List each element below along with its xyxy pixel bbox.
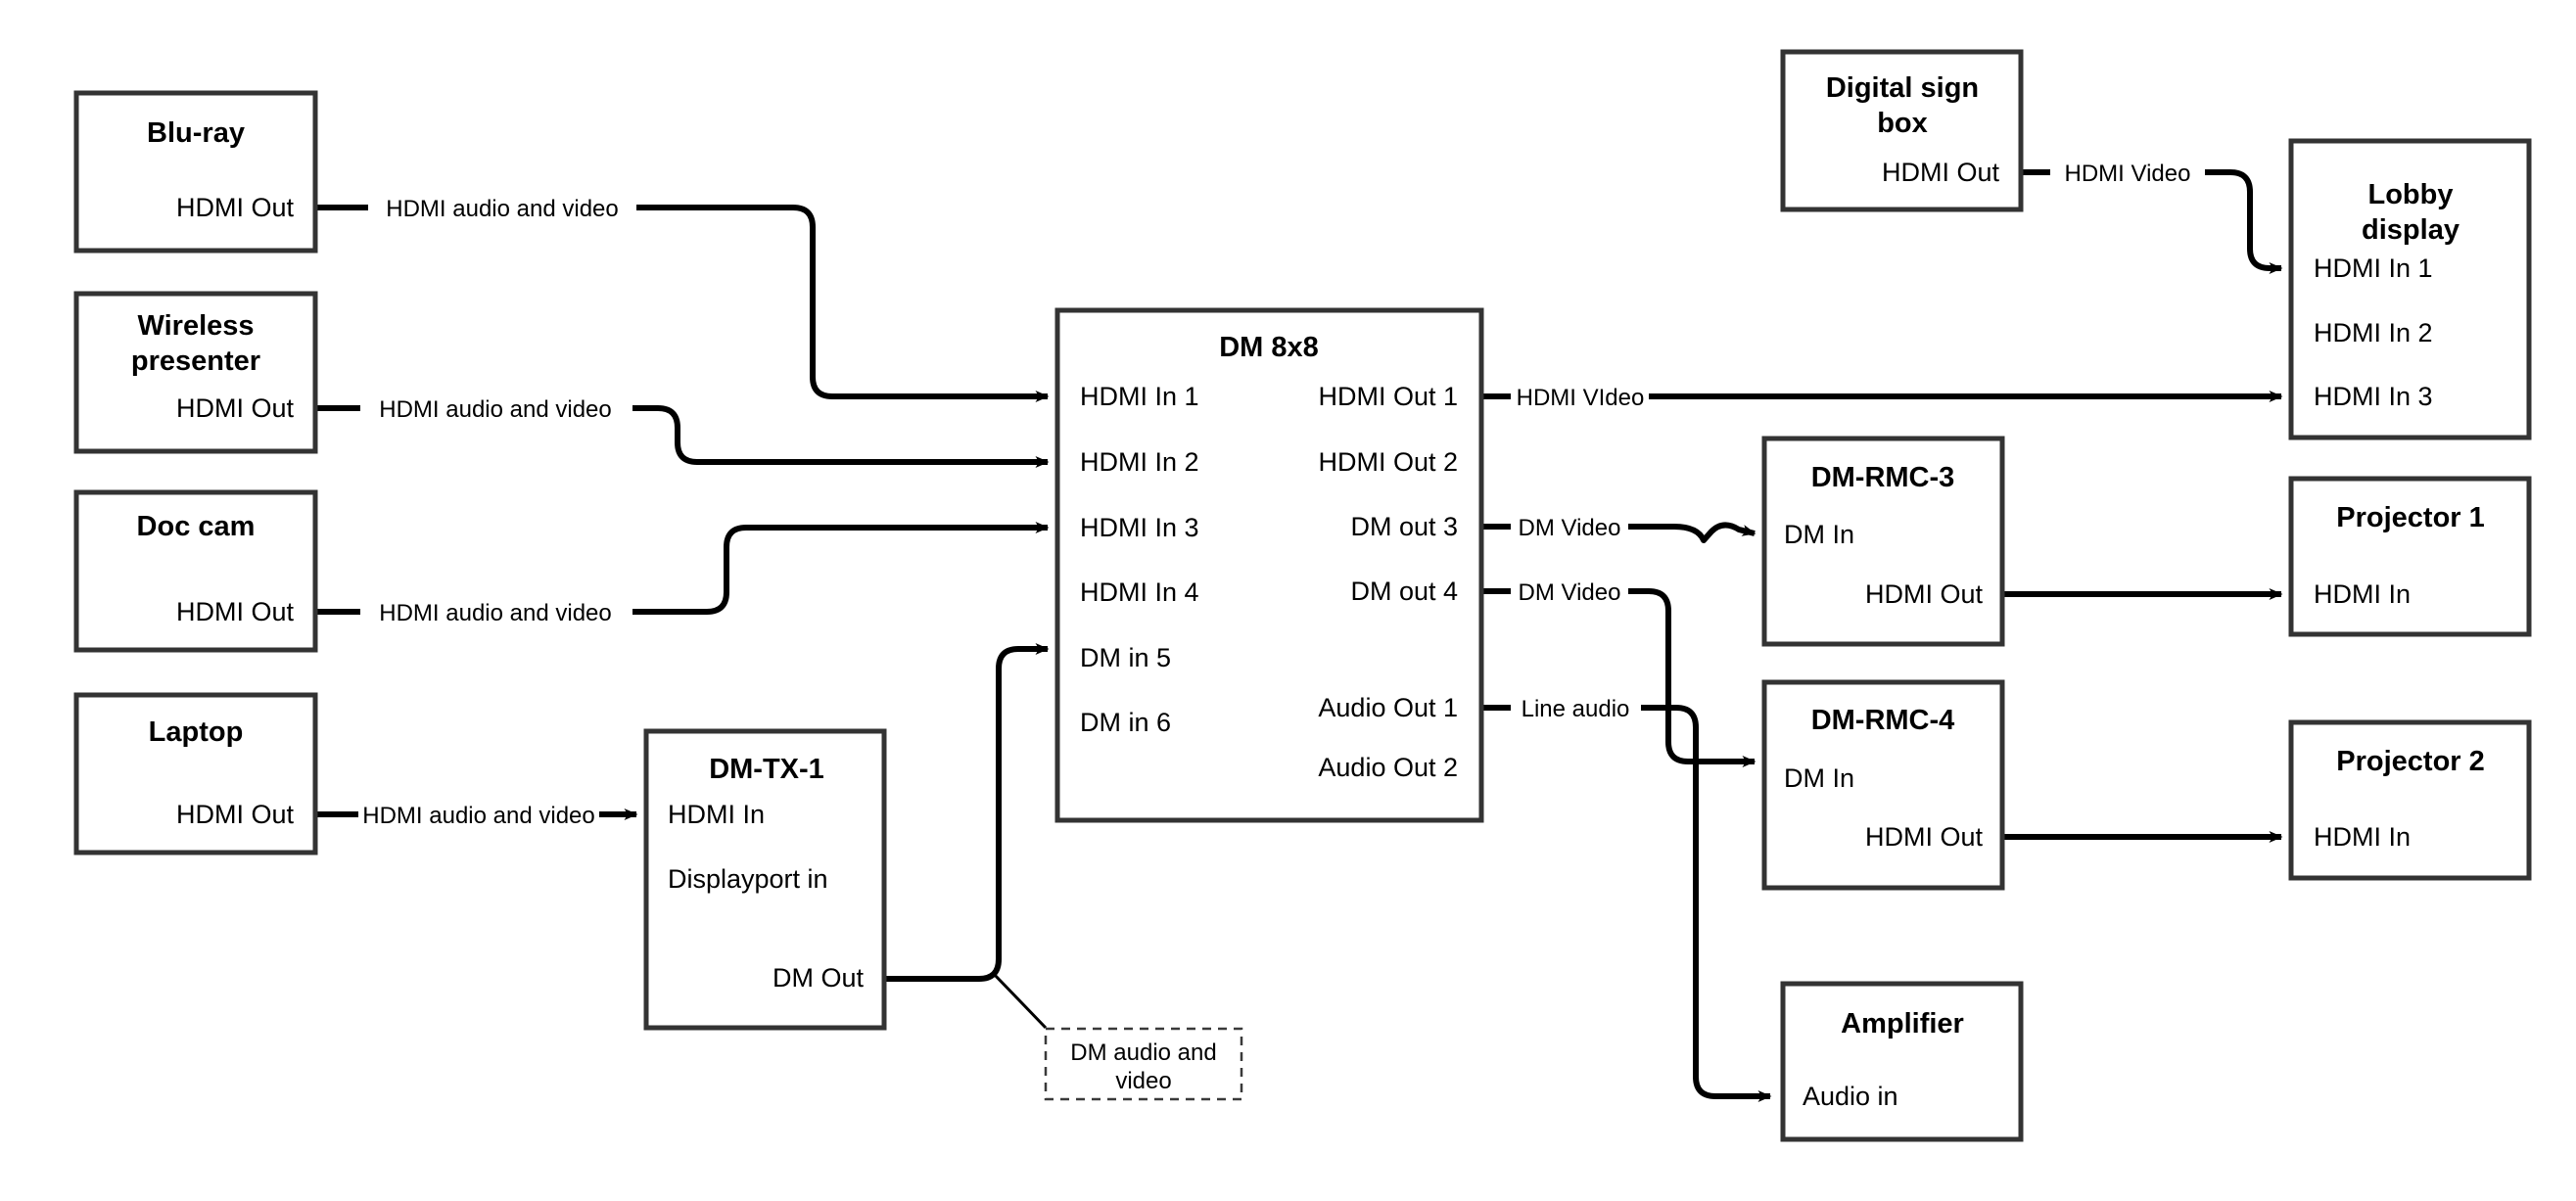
projector-2-box[interactable]	[2288, 719, 2532, 881]
digital-sign-box-title-line-1: Digital sign	[1826, 72, 1979, 104]
dm-tx-1-port-displayport-in: Displayport in	[668, 864, 828, 894]
wireless-presenter-box[interactable]	[73, 291, 318, 454]
edge-label-line-audio: Line audio	[1522, 696, 1630, 722]
edge-laptop-to-tx: HDMI audio and video	[315, 803, 638, 829]
node-projector-2[interactable]: Projector 2 HDMI In	[2288, 719, 2532, 881]
bluray-box[interactable]	[73, 90, 318, 254]
node-lobby-display[interactable]: Lobby display HDMI In 1 HDMI In 2 HDMI I…	[2288, 138, 2532, 440]
dm-rmc-3-port-dm-in: DM In	[1784, 520, 1854, 549]
dm-rmc-4-box[interactable]	[1761, 679, 2005, 891]
lobby-display-title-line-1: Lobby	[2368, 179, 2454, 210]
edge-sign-to-lobby: HDMI Video	[2021, 161, 2283, 274]
wireless-presenter-title-line-2: presenter	[131, 346, 260, 377]
edge-label-dm-video-2: DM Video	[1519, 579, 1621, 606]
dm-rmc-3-title: DM-RMC-3	[1811, 462, 1955, 493]
note-dm-audio-and-video: DM audio and video	[1044, 1027, 1243, 1101]
laptop-box[interactable]	[73, 692, 318, 855]
lobby-display-port-hdmi-in-2: HDMI In 2	[2314, 318, 2433, 347]
edge-tx-to-dm	[884, 643, 1050, 1030]
edge-label-bluray: HDMI audio and video	[386, 196, 618, 222]
dm-8x8-port-hdmi-in-3: HDMI In 3	[1080, 513, 1199, 542]
node-dm-8x8[interactable]: DM 8x8 HDMI In 1 HDMI In 2 HDMI In 3 HDM…	[1054, 307, 1484, 823]
edge-dm-out1-to-lobby: HDMI VIdeo	[1481, 385, 2283, 411]
note-line-2: video	[1115, 1068, 1171, 1094]
dm-8x8-port-dm-in-5: DM in 5	[1080, 643, 1171, 672]
laptop-title: Laptop	[149, 716, 244, 748]
dm-rmc-4-port-hdmi-out: HDMI Out	[1865, 822, 1984, 852]
dm-8x8-port-hdmi-in-1: HDMI In 1	[1080, 382, 1199, 411]
edge-label-doccam: HDMI audio and video	[379, 600, 611, 626]
wireless-presenter-title-line-1: Wireless	[137, 310, 254, 342]
edge-bluray-to-dm: HDMI audio and video	[315, 196, 1050, 402]
note-box	[1044, 1027, 1243, 1101]
bluray-port-hdmi-out: HDMI Out	[176, 193, 295, 222]
note-leader-line	[992, 972, 1048, 1030]
digital-sign-box-port-hdmi-out: HDMI Out	[1882, 158, 2000, 187]
dm-rmc-4-title: DM-RMC-4	[1811, 705, 1955, 736]
dm-8x8-port-audio-out-2: Audio Out 2	[1318, 753, 1458, 782]
node-wireless-presenter[interactable]: Wireless presenter HDMI Out	[73, 291, 318, 454]
laptop-port-hdmi-out: HDMI Out	[176, 800, 295, 829]
node-doc-cam[interactable]: Doc cam HDMI Out	[73, 489, 318, 653]
dm-tx-1-title: DM-TX-1	[709, 754, 824, 785]
doc-cam-port-hdmi-out: HDMI Out	[176, 597, 295, 626]
edge-doccam-to-dm: HDMI audio and video	[315, 522, 1050, 626]
node-dm-tx-1[interactable]: DM-TX-1 HDMI In Displayport in DM Out	[643, 728, 887, 1031]
dm-tx-1-port-dm-out: DM Out	[773, 963, 865, 993]
dm-8x8-port-hdmi-in-2: HDMI In 2	[1080, 447, 1199, 477]
doc-cam-title: Doc cam	[137, 511, 256, 542]
digital-sign-box-title-line-2: box	[1877, 108, 1928, 139]
projector-2-port-hdmi-in: HDMI In	[2314, 822, 2411, 852]
dm-8x8-port-hdmi-in-4: HDMI In 4	[1080, 577, 1199, 607]
dm-8x8-title: DM 8x8	[1219, 332, 1319, 363]
dm-rmc-3-box[interactable]	[1761, 436, 2005, 647]
node-dm-rmc-3[interactable]: DM-RMC-3 DM In HDMI Out	[1761, 436, 2005, 647]
edge-label-hdmi-video-2: HDMI Video	[2065, 161, 2191, 187]
dm-8x8-port-audio-out-1: Audio Out 1	[1318, 693, 1458, 722]
dm-rmc-3-port-hdmi-out: HDMI Out	[1865, 579, 1984, 609]
node-digital-sign-box[interactable]: Digital sign box HDMI Out	[1780, 49, 2024, 212]
edge-label-laptop: HDMI audio and video	[362, 803, 594, 829]
dm-8x8-box[interactable]	[1054, 307, 1484, 823]
projector-2-title: Projector 2	[2336, 746, 2485, 777]
dm-8x8-port-hdmi-out-2: HDMI Out 2	[1318, 447, 1458, 477]
bluray-title: Blu-ray	[147, 117, 245, 149]
dm-8x8-port-dm-in-6: DM in 6	[1080, 708, 1171, 737]
projector-1-port-hdmi-in: HDMI In	[2314, 579, 2411, 609]
edge-audio-to-amp: Line audio	[1481, 696, 1772, 1102]
dm-tx-1-port-hdmi-in: HDMI In	[668, 800, 765, 829]
projector-1-box[interactable]	[2288, 476, 2532, 637]
digital-sign-box-box[interactable]	[1780, 49, 2024, 212]
amplifier-title: Amplifier	[1841, 1008, 1964, 1039]
dm-8x8-port-dm-out-3: DM out 3	[1350, 512, 1458, 541]
node-amplifier[interactable]: Amplifier Audio in	[1780, 981, 2024, 1142]
edge-label-dm-video-1: DM Video	[1519, 515, 1621, 541]
node-laptop[interactable]: Laptop HDMI Out	[73, 692, 318, 855]
edge-dm-out3-to-rmc3: DM Video	[1481, 515, 1756, 543]
projector-1-title: Projector 1	[2336, 502, 2485, 533]
node-dm-rmc-4[interactable]: DM-RMC-4 DM In HDMI Out	[1761, 679, 2005, 891]
amplifier-box[interactable]	[1780, 981, 2024, 1142]
wireless-presenter-port-hdmi-out: HDMI Out	[176, 393, 295, 423]
doc-cam-box[interactable]	[73, 489, 318, 653]
node-bluray[interactable]: Blu-ray HDMI Out	[73, 90, 318, 254]
amplifier-port-audio-in: Audio in	[1803, 1082, 1898, 1111]
dm-8x8-port-hdmi-out-1: HDMI Out 1	[1318, 382, 1458, 411]
edge-dm-out4-to-rmc4: DM Video	[1481, 579, 1756, 767]
dm-tx-1-box[interactable]	[643, 728, 887, 1031]
lobby-display-title-line-2: display	[2362, 214, 2459, 246]
note-line-1: DM audio and	[1070, 1039, 1216, 1066]
node-projector-1[interactable]: Projector 1 HDMI In	[2288, 476, 2532, 637]
dm-8x8-port-dm-out-4: DM out 4	[1350, 577, 1458, 606]
lobby-display-port-hdmi-in-1: HDMI In 1	[2314, 254, 2433, 283]
edge-label-hdmi-video-1: HDMI VIdeo	[1517, 385, 1645, 411]
lobby-display-box[interactable]	[2288, 138, 2532, 440]
edge-wireless-to-dm: HDMI audio and video	[315, 396, 1050, 468]
dm-rmc-4-port-dm-in: DM In	[1784, 763, 1854, 793]
edge-label-wireless: HDMI audio and video	[379, 396, 611, 423]
lobby-display-port-hdmi-in-3: HDMI In 3	[2314, 382, 2433, 411]
